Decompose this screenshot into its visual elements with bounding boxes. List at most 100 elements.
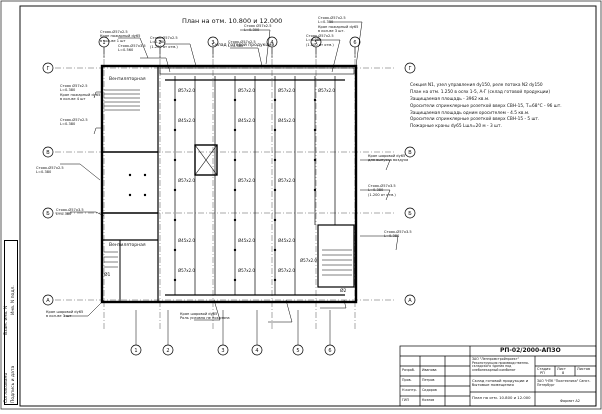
callout-line: Кран пожарный dy65 xyxy=(318,24,359,29)
callout-line: Стояк-Ø57x3.5 xyxy=(368,184,396,188)
svg-text:Вентиляторная: Вентиляторная xyxy=(109,76,146,82)
format-label: Формат А2 xyxy=(560,399,580,403)
svg-text:5: 5 xyxy=(314,40,317,46)
svg-text:А: А xyxy=(408,298,412,304)
svg-text:2: 2 xyxy=(158,40,161,46)
callout-line: Стояк-Ø57x2.5 xyxy=(318,16,346,20)
sprinkler-pipes xyxy=(165,76,345,296)
callout-line: Кран шаровой dy65 xyxy=(46,310,84,314)
svg-text:Ø57x2.0: Ø57x2.0 xyxy=(178,268,195,273)
callout-line: L=0.380 xyxy=(228,44,244,49)
pipe-size-labels: Ø57x2.0 Ø57x2.0 Ø57x2.0 Ø57x2.0 Ø45x2.0 … xyxy=(178,88,335,273)
callout-line: Стояк-Ø57x2.5 xyxy=(150,36,178,40)
svg-text:Б: Б xyxy=(46,211,50,217)
role-4: ГИП xyxy=(402,398,409,402)
stage-label: Стадия xyxy=(537,367,551,371)
svg-text:Ø57x2.0: Ø57x2.0 xyxy=(178,178,195,183)
drawing-frame xyxy=(19,5,597,407)
note-line: Секция N1, узел управления dy150, реле п… xyxy=(410,83,543,88)
drawing-title: План на отм. 10.800 и 12.000 xyxy=(182,17,283,25)
svg-text:В: В xyxy=(408,150,412,156)
name-4: Козлов xyxy=(422,398,435,402)
callout-line: для выпуска воздуха xyxy=(368,158,409,163)
svg-text:6: 6 xyxy=(328,348,331,354)
svg-text:Склад готовой продукции: Склад готовой продукции xyxy=(212,41,274,48)
grid-bubble-labels: 1 2 3 4 5 6 1 2 3 4 5 6 Г В Б А Г В Б А xyxy=(46,40,412,354)
callout-line: L=0.380 xyxy=(368,188,384,193)
svg-text:1: 1 xyxy=(102,40,105,46)
callout-line: Стояк Ø57x2.5 xyxy=(244,24,272,28)
svg-text:Ø57x2.0: Ø57x2.0 xyxy=(278,88,295,93)
note-line: Пожарные краны dy65 Lшл=20 м - 3 шт. xyxy=(410,124,502,130)
callout-line: L=0.380 xyxy=(306,38,322,43)
callout-line: Стояк-Ø57x2.5 xyxy=(228,40,256,44)
callout-line: в кол-ве 3 шт xyxy=(46,314,72,319)
svg-text:Вентиляторная: Вентиляторная xyxy=(109,242,146,248)
role-1: Разраб. xyxy=(402,368,415,372)
callout-line: (1.200 от отм.) xyxy=(306,42,334,47)
building-walls xyxy=(100,64,358,304)
callout-line: Стояк-Ø57x2.5 xyxy=(36,166,64,170)
callout-line: L=0.560 xyxy=(118,48,134,53)
role-2: Пров. xyxy=(402,378,412,382)
svg-text:Ø2: Ø2 xyxy=(340,287,347,294)
svg-text:4: 4 xyxy=(255,348,258,354)
svg-text:Ø57x2.0: Ø57x2.0 xyxy=(238,88,255,93)
sprinkler-heads xyxy=(128,98,317,282)
callout-line: Роль условно не показана xyxy=(180,316,230,321)
project-name: ЗАО "Ленпромстройпроект" Реконструкция п… xyxy=(472,357,530,373)
svg-text:Ø57x2.0: Ø57x2.0 xyxy=(238,178,255,183)
room-labels: Склад готовой продукции Вентиляторная Ве… xyxy=(104,41,347,294)
stair-hatch xyxy=(104,89,352,276)
stage-value: РП xyxy=(540,371,545,375)
sheet-label: Лист xyxy=(557,367,566,371)
sheets-label: Листов xyxy=(577,367,591,371)
callout-line: в кол-ве 1 шт xyxy=(100,38,126,43)
callout-line: Стояк-Ø57x3.5 xyxy=(118,44,146,48)
name-3: Сидоров xyxy=(422,388,437,392)
callout-line: L=0.380 xyxy=(60,88,76,93)
name-2: Петров xyxy=(422,378,435,382)
callout-line: L=0.380 xyxy=(36,170,52,175)
callout-line: Стояк Ø57x2.5 xyxy=(60,84,88,88)
svg-text:Ø45x2.0: Ø45x2.0 xyxy=(178,118,195,123)
svg-text:Ø45x2.0: Ø45x2.0 xyxy=(238,118,255,123)
svg-text:Ø45x2.0: Ø45x2.0 xyxy=(178,238,195,243)
sheet-value: 8 xyxy=(562,371,565,375)
callout-line: Кран шаровой dy65 xyxy=(368,154,406,158)
svg-text:Ø57x2.0: Ø57x2.0 xyxy=(178,88,195,93)
callout-line: L=0.380 xyxy=(384,234,400,239)
svg-text:Ø45x2.0: Ø45x2.0 xyxy=(238,238,255,243)
sheet-title: Склад готовой продукции и бытовые помеще… xyxy=(472,378,529,388)
callout-line: L=0.380 xyxy=(56,212,72,217)
svg-text:2: 2 xyxy=(166,348,169,354)
callout-line: Стояк-Ø57x3.5 xyxy=(384,230,412,234)
svg-text:Б: Б xyxy=(408,211,412,217)
callout-line: (1.200 от отм.) xyxy=(150,44,178,49)
callout-line: Стояк-Ø57x2.5 xyxy=(306,34,334,38)
side-stamp-frame xyxy=(4,240,18,405)
svg-text:В: В xyxy=(46,150,50,156)
svg-text:Ø45x2.0: Ø45x2.0 xyxy=(278,238,295,243)
svg-text:Ø57x2.0: Ø57x2.0 xyxy=(318,88,335,93)
svg-text:5: 5 xyxy=(296,348,299,354)
note-line: Оросители спринклерные розеткой вверх СВ… xyxy=(410,117,540,123)
svg-text:Ø57x2.0: Ø57x2.0 xyxy=(238,268,255,273)
notes-block: Секция N1, узел управления dy150, реле п… xyxy=(410,83,596,132)
